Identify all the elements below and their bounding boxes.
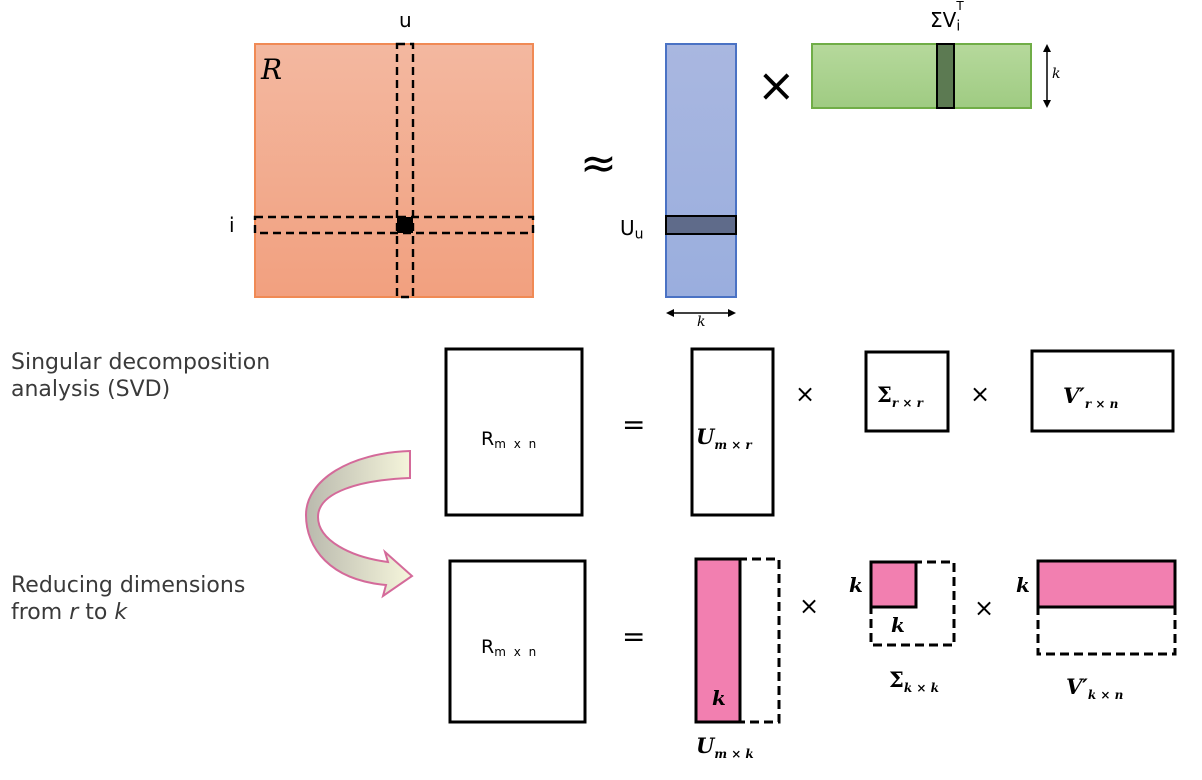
svd-r-label: Rm x n: [481, 428, 539, 451]
reduced-u-label: Um × k: [696, 733, 754, 761]
svd-times-1: ×: [795, 380, 816, 408]
reduced-v-k-left: k: [1016, 573, 1030, 597]
reduce-heading: Reducing dimensions from r to k: [11, 573, 246, 625]
u-label: u: [399, 8, 412, 32]
svd-sigma-label: Σr × r: [877, 382, 923, 410]
reduced-r-matrix: [448, 559, 587, 724]
svd-u-matrix: [690, 347, 775, 517]
reduced-sigma-k-bottom: k: [891, 613, 905, 637]
uu-label: Uu: [620, 216, 644, 243]
r-matrix: [254, 43, 534, 298]
reduced-equals: =: [622, 620, 646, 653]
i-label: i: [229, 213, 235, 237]
svd-v-label: V′r × n: [1063, 383, 1119, 411]
curved-arrow: [304, 449, 414, 599]
reduced-sigma-k-left: k: [849, 573, 863, 597]
svd-v-matrix: [1030, 349, 1175, 433]
reduced-v-label: V′k × n: [1066, 674, 1124, 702]
v-matrix: [811, 43, 1032, 109]
svd-heading: Singular decomposition analysis (SVD): [11, 350, 271, 402]
svd-u-label: Um × r: [696, 424, 752, 452]
r-letter: R: [261, 53, 283, 86]
column-u-highlight: [395, 42, 415, 299]
v-column-vector: [936, 43, 955, 109]
k-label-bottom: k: [697, 314, 706, 330]
u-matrix: [665, 43, 737, 298]
reduced-times-2: ×: [974, 594, 995, 622]
svd-times-2: ×: [970, 380, 991, 408]
reduced-v-k: [1036, 559, 1177, 609]
reduced-r-label: Rm x n: [481, 636, 539, 659]
reduced-u-k: [694, 557, 742, 724]
times-sign-top: ×: [757, 58, 796, 112]
reduced-times-1: ×: [799, 592, 820, 620]
u-row-vector: [665, 215, 737, 235]
svd-sigma-matrix: [864, 350, 950, 433]
reduced-u-k-label: k: [712, 686, 726, 710]
k-label-right: k: [1052, 66, 1061, 82]
svd-r-matrix: [444, 347, 584, 517]
reduced-sigma-k: [869, 560, 918, 609]
rating-cell: [397, 217, 413, 233]
row-i-highlight: [253, 215, 535, 235]
svd-equals: =: [622, 408, 646, 441]
approx-sign: ≈: [580, 138, 617, 189]
reduced-sigma-label: Σk × k: [889, 667, 939, 695]
